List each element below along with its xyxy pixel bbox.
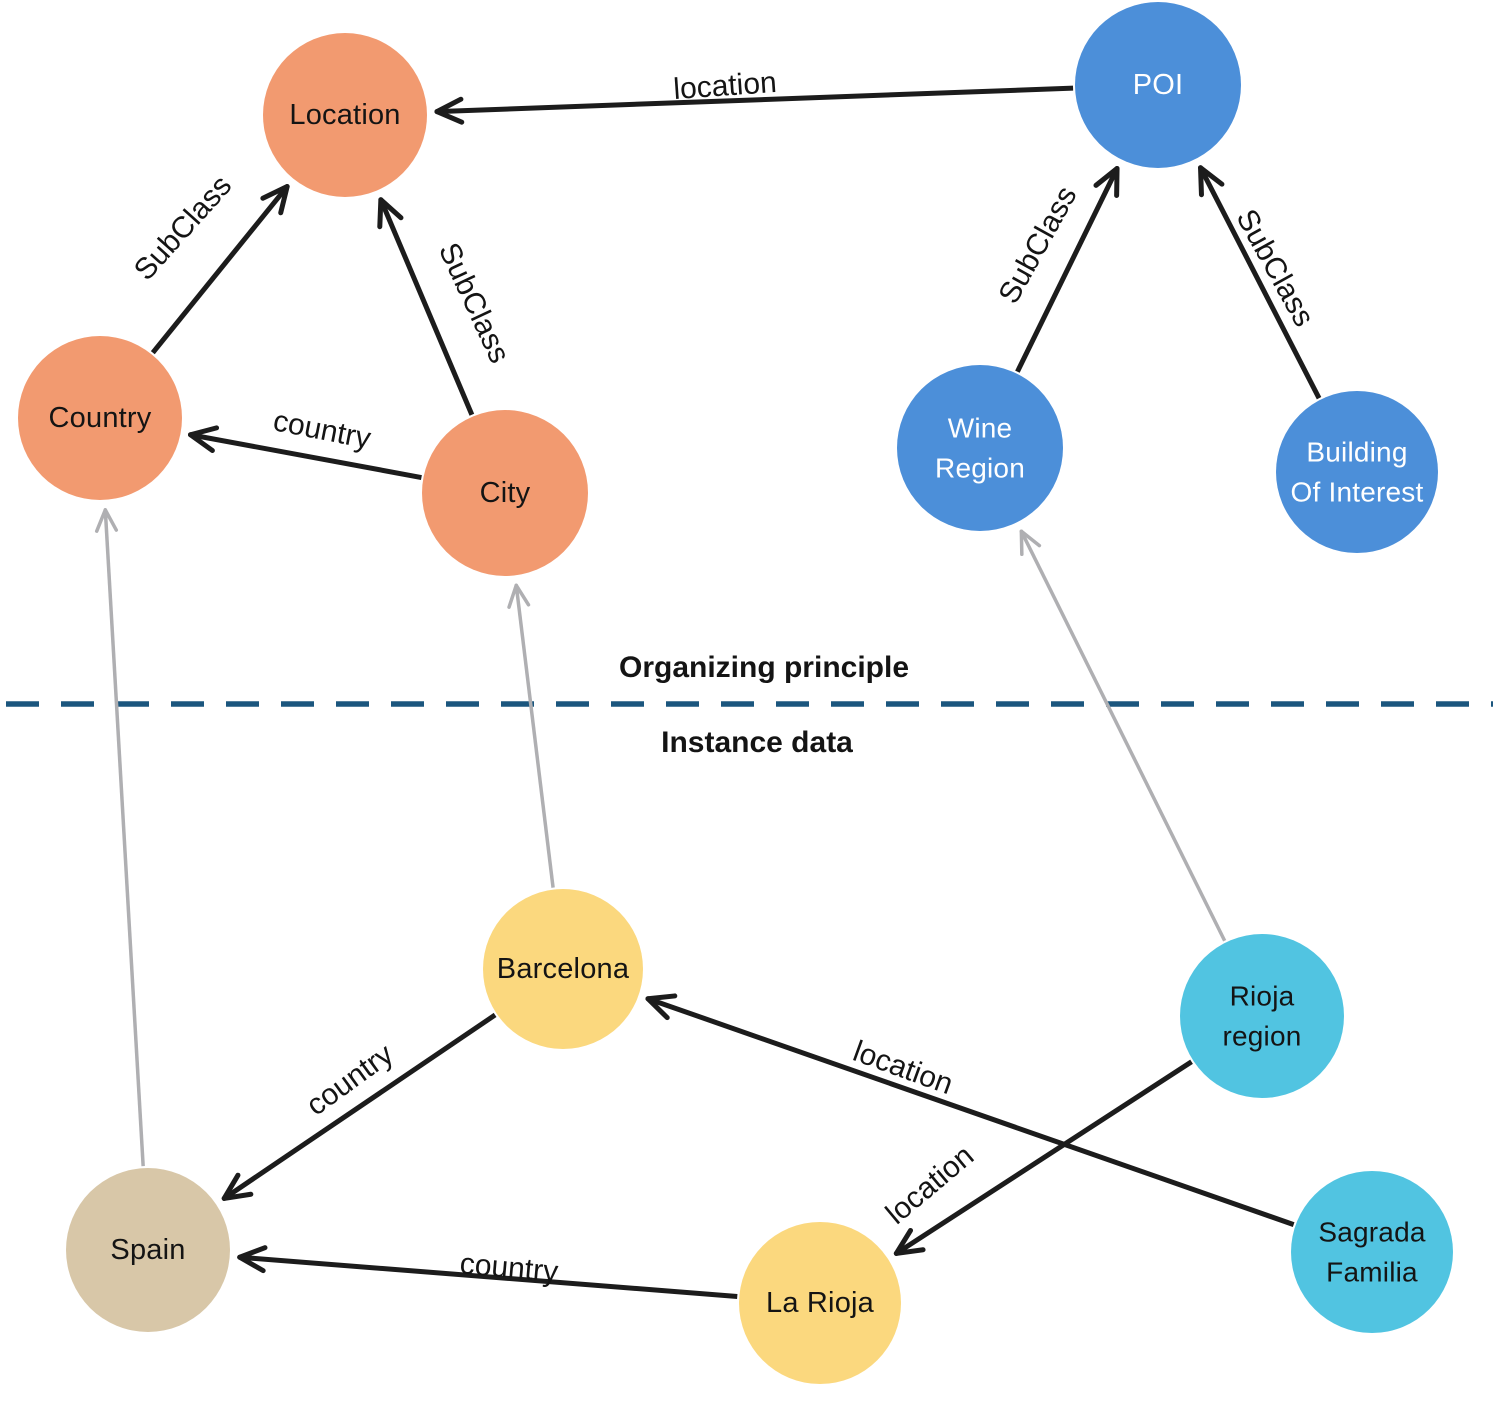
arrowhead: [893, 1227, 914, 1256]
arrowhead: [260, 184, 290, 201]
arrowhead: [645, 993, 678, 1002]
node-rioja-region: Rioja region: [1180, 934, 1344, 1098]
node-label-poi: POI: [1133, 69, 1184, 101]
node-circle-barcelona: [483, 889, 643, 1049]
node-circle-spain: [66, 1168, 230, 1332]
edge-label-country: country: [459, 1247, 560, 1288]
instance-data-label: Instance data: [661, 726, 853, 759]
arrowhead: [187, 432, 215, 454]
arrowhead: [1198, 165, 1204, 198]
arrowhead: [893, 1247, 926, 1256]
edge-spain-country: [94, 508, 145, 1167]
node-label-city: City: [480, 477, 531, 509]
node-circle-sagrada-familia: [1291, 1171, 1453, 1333]
arrowhead: [1093, 166, 1120, 188]
node-circle-rioja-region: [1180, 934, 1344, 1098]
arrowhead: [434, 96, 464, 115]
node-circle-country: [18, 336, 182, 500]
arrowhead: [94, 508, 108, 533]
node-label-country: Country: [49, 402, 152, 434]
edge-rioja-region-wine-region: [1019, 529, 1227, 942]
edge-barcelona-spain: country: [221, 1012, 497, 1201]
edge-label-country: country: [301, 1038, 400, 1123]
arrowhead: [434, 109, 465, 125]
node-label-rioja-region: region: [1222, 1021, 1301, 1052]
edge-city-country: country: [187, 404, 422, 480]
node-circle-wine-region: [897, 365, 1063, 531]
arrowhead: [237, 1245, 268, 1260]
edge-label-country: country: [271, 404, 374, 455]
node-label-spain: Spain: [110, 1234, 185, 1266]
node-label-building-of-interest: Of Interest: [1291, 477, 1424, 508]
node-la-rioja: La Rioja: [739, 1222, 901, 1384]
node-spain: Spain: [66, 1168, 230, 1332]
edge-barcelona-city: [507, 583, 555, 888]
edge-la-rioja-spain: country: [237, 1245, 738, 1299]
edge-country-location: SubClass: [128, 169, 290, 355]
arrowhead: [1019, 529, 1042, 548]
arrowhead: [103, 508, 119, 532]
node-label-wine-region: Region: [935, 453, 1025, 484]
node-building-of-interest: Building Of Interest: [1276, 391, 1438, 553]
edge-label-location: location: [672, 66, 777, 106]
node-label-la-rioja: La Rioja: [766, 1287, 875, 1319]
arrowhead: [645, 996, 670, 1021]
arrowhead: [377, 197, 384, 230]
edge-label-location: location: [880, 1139, 980, 1231]
edge-building-of-interest-poi: SubClass: [1198, 165, 1322, 400]
node-circle-location: [263, 33, 427, 197]
node-label-barcelona: Barcelona: [497, 953, 630, 985]
node-label-wine-region: Wine: [948, 413, 1013, 444]
arrowhead: [507, 583, 518, 609]
arrowhead: [237, 1254, 266, 1274]
edge-wine-region-poi: SubClass: [992, 166, 1120, 373]
node-barcelona: Barcelona: [483, 889, 643, 1049]
node-city: City: [422, 410, 588, 576]
node-circle-building-of-interest: [1276, 391, 1438, 553]
arrowhead: [221, 1191, 254, 1201]
node-label-sagrada-familia: Sagrada: [1318, 1217, 1425, 1248]
edge-label-location: location: [849, 1035, 957, 1101]
node-label-sagrada-familia: Familia: [1326, 1257, 1418, 1288]
node-circle-city: [422, 410, 588, 576]
node-location: Location: [263, 33, 427, 197]
edge-poi-location: location: [434, 66, 1074, 125]
arrowhead: [221, 1172, 241, 1201]
edge-label-subclass: SubClass: [992, 181, 1083, 309]
organizing-principle-label: Organizing principle: [618, 651, 910, 684]
node-label-location: Location: [289, 99, 400, 131]
arrowhead: [514, 583, 531, 607]
arrowhead: [278, 184, 290, 216]
node-label-rioja-region: Rioja: [1230, 981, 1295, 1012]
arrowhead: [378, 197, 404, 221]
node-country: Country: [18, 336, 182, 500]
arrowhead: [1198, 165, 1225, 187]
edge-city-location: SubClass: [377, 197, 516, 416]
node-poi: POI: [1075, 2, 1241, 168]
arrowhead: [187, 425, 220, 438]
node-circle-poi: [1075, 2, 1241, 168]
node-label-building-of-interest: Building: [1306, 437, 1407, 468]
node-circle-la-rioja: [739, 1222, 901, 1384]
